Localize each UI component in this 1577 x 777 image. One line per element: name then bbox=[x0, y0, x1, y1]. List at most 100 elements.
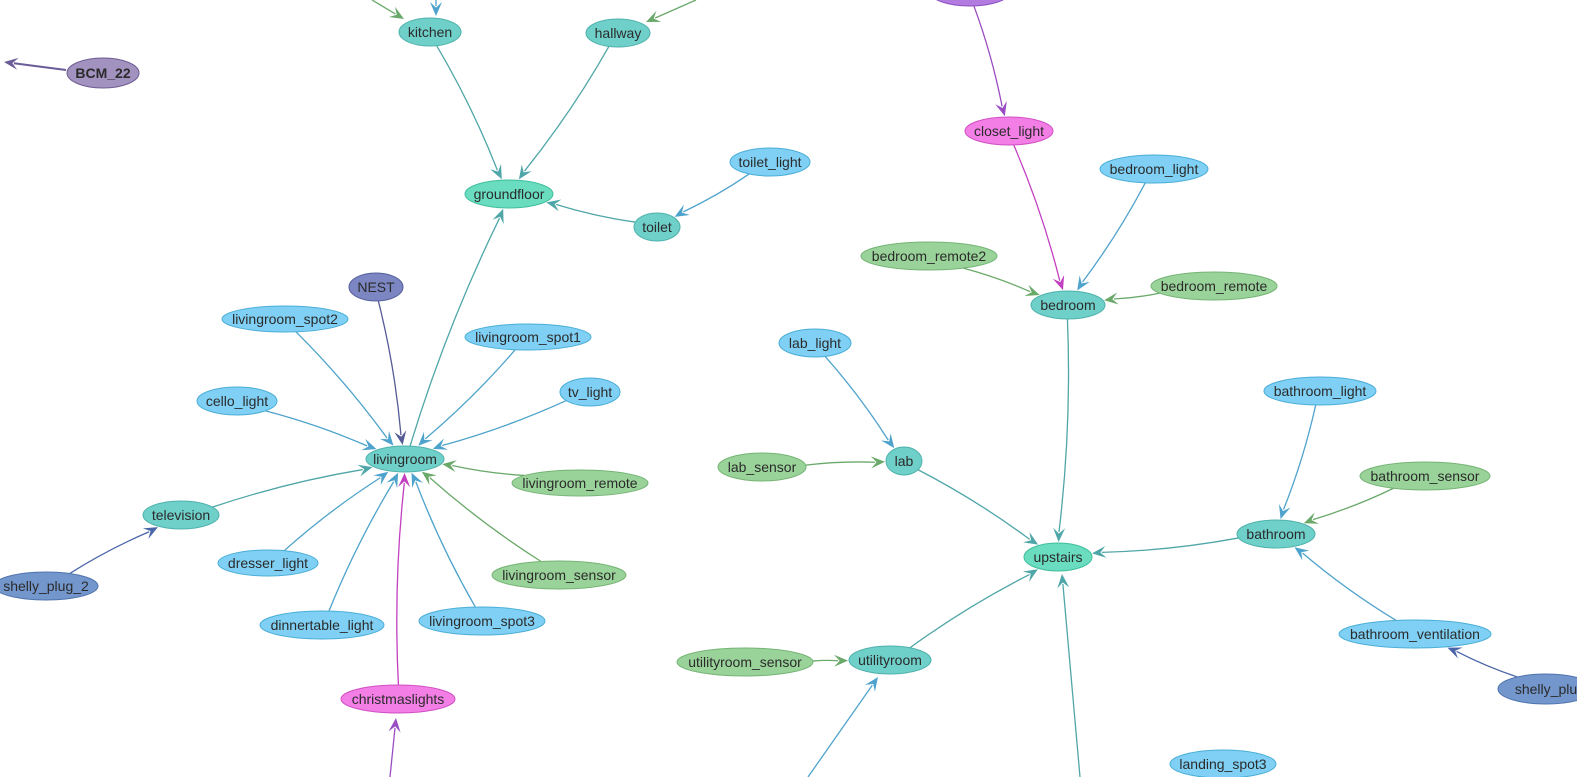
node-ellipse[interactable] bbox=[778, 328, 852, 358]
node-livingroom-spot2[interactable]: livingroom_spot2 bbox=[221, 305, 349, 333]
node-ellipse[interactable] bbox=[964, 116, 1054, 146]
node-television[interactable]: television bbox=[142, 500, 220, 530]
node-ellipse[interactable] bbox=[0, 571, 99, 601]
node-kitchen[interactable]: kitchen bbox=[398, 17, 462, 47]
node-hallway[interactable]: hallway bbox=[585, 18, 651, 48]
node-ellipse[interactable] bbox=[1169, 749, 1277, 777]
node-toilet-light[interactable]: toilet_light bbox=[729, 147, 811, 177]
edge-toilet-to-groundfloor bbox=[546, 199, 636, 223]
edge-top_purple-to-closet_light bbox=[973, 5, 1007, 117]
node-utilityroom-sensor[interactable]: utilityroom_sensor bbox=[676, 647, 814, 677]
node-ellipse[interactable] bbox=[1150, 271, 1278, 301]
node-ellipse[interactable] bbox=[1359, 461, 1491, 491]
node-ellipse[interactable] bbox=[221, 305, 349, 333]
node-bedroom[interactable]: bedroom bbox=[1030, 290, 1106, 320]
node-bathroom-sensor[interactable]: bathroom_sensor bbox=[1359, 461, 1491, 491]
node-shelly-plug-2[interactable]: shelly_plug_2 bbox=[0, 571, 99, 601]
edge-bedroom_remote-to-bedroom bbox=[1104, 292, 1160, 305]
node-livingroom-sensor[interactable]: livingroom_sensor bbox=[491, 560, 627, 590]
node-ellipse[interactable] bbox=[1338, 619, 1492, 649]
node-ellipse[interactable] bbox=[196, 386, 278, 416]
edge-bathroom_sensor-to-bathroom bbox=[1303, 487, 1394, 524]
node-ellipse[interactable] bbox=[1263, 376, 1377, 406]
node-bathroom[interactable]: bathroom bbox=[1236, 519, 1316, 549]
node-ellipse[interactable] bbox=[1023, 542, 1093, 572]
node-ellipse[interactable] bbox=[633, 212, 681, 242]
node-ellipse[interactable] bbox=[398, 17, 462, 47]
edge-television-to-livingroom bbox=[212, 464, 373, 508]
node-ellipse[interactable] bbox=[491, 560, 627, 590]
edge-bedroom_light-to-bedroom bbox=[1077, 182, 1146, 291]
node-lab[interactable]: lab bbox=[885, 446, 923, 476]
node-ellipse[interactable] bbox=[464, 323, 592, 351]
node-dresser-light[interactable]: dresser_light bbox=[217, 549, 319, 577]
node-livingroom-spot3[interactable]: livingroom_spot3 bbox=[418, 606, 546, 636]
edge-bedroom_remote2-to-bedroom bbox=[963, 267, 1040, 297]
edge-christmaslights-to-livingroom bbox=[396, 472, 411, 686]
node-cello-light[interactable]: cello_light bbox=[196, 386, 278, 416]
edge-livingroom_remote-to-livingroom bbox=[442, 460, 525, 477]
node-lab-sensor[interactable]: lab_sensor bbox=[717, 452, 807, 482]
node-shelly-plug-right[interactable]: shelly_plu bbox=[1497, 673, 1577, 705]
node-bedroom-remote2[interactable]: bedroom_remote2 bbox=[860, 241, 998, 271]
node-bcm-22[interactable]: BCM_22 bbox=[66, 57, 140, 89]
edge-livingroom-to-groundfloor bbox=[409, 208, 504, 447]
edge-shelly_plug_right-to-bathroom_ventilation bbox=[1447, 647, 1518, 678]
node-ellipse[interactable] bbox=[1236, 519, 1316, 549]
node-nest[interactable]: NEST bbox=[348, 272, 404, 302]
node-upstairs[interactable]: upstairs bbox=[1023, 542, 1093, 572]
node-ellipse[interactable] bbox=[585, 18, 651, 48]
node-tv-light[interactable]: tv_light bbox=[559, 377, 621, 407]
node-livingroom-spot1[interactable]: livingroom_spot1 bbox=[464, 323, 592, 351]
node-closet-light[interactable]: closet_light bbox=[964, 116, 1054, 146]
node-lab-light[interactable]: lab_light bbox=[778, 328, 852, 358]
node-ellipse[interactable] bbox=[511, 469, 649, 497]
edge-closet_light-to-bedroom bbox=[1013, 144, 1065, 291]
node-ellipse[interactable] bbox=[66, 57, 140, 89]
node-bedroom-remote[interactable]: bedroom_remote bbox=[1150, 271, 1278, 301]
edge-livingroom_spot3-to-livingroom bbox=[411, 472, 476, 608]
edge-utilityroom-to-upstairs bbox=[909, 569, 1038, 649]
node-ellipse[interactable] bbox=[365, 445, 445, 473]
node-ellipse[interactable] bbox=[559, 377, 621, 407]
node-groundfloor[interactable]: groundfloor bbox=[464, 179, 554, 209]
node-bedroom-light[interactable]: bedroom_light bbox=[1099, 154, 1209, 184]
node-ellipse[interactable] bbox=[729, 147, 811, 177]
node-bathroom-light[interactable]: bathroom_light bbox=[1263, 376, 1377, 406]
node-ellipse[interactable] bbox=[340, 684, 456, 714]
node-ellipse[interactable] bbox=[217, 549, 319, 577]
node-ellipse[interactable] bbox=[348, 272, 404, 302]
node-ellipse[interactable] bbox=[930, 0, 1010, 7]
edge-offscreen-to-kitchen bbox=[371, 0, 404, 19]
node-landing-spot3[interactable]: landing_spot3 bbox=[1169, 749, 1277, 777]
node-ellipse[interactable] bbox=[885, 446, 923, 476]
node-ellipse[interactable] bbox=[142, 500, 220, 530]
node-ellipse[interactable] bbox=[1099, 154, 1209, 184]
node-ellipse[interactable] bbox=[1497, 673, 1577, 705]
node-ellipse[interactable] bbox=[1030, 290, 1106, 320]
node-ellipse[interactable] bbox=[676, 647, 814, 677]
edge-bathroom-to-upstairs bbox=[1091, 537, 1239, 558]
node-ellipse[interactable] bbox=[860, 241, 998, 271]
node-utilityroom[interactable]: utilityroom bbox=[848, 645, 932, 675]
node-ellipse[interactable] bbox=[848, 645, 932, 675]
node-ellipse[interactable] bbox=[418, 606, 546, 636]
node-top-purple[interactable] bbox=[930, 0, 1010, 7]
edge-lab_light-to-lab bbox=[824, 356, 895, 449]
edge-lab-to-upstairs bbox=[917, 469, 1039, 545]
node-livingroom-remote[interactable]: livingroom_remote bbox=[511, 469, 649, 497]
node-toilet[interactable]: toilet bbox=[633, 212, 681, 242]
node-christmaslights[interactable]: christmaslights bbox=[340, 684, 456, 714]
edge-shelly_plug_2-to-television bbox=[69, 527, 158, 575]
node-ellipse[interactable] bbox=[717, 452, 807, 482]
edge-utilityroom_sensor-to-utilityroom bbox=[812, 654, 849, 667]
node-livingroom[interactable]: livingroom bbox=[365, 445, 445, 473]
edge-nest-to-livingroom bbox=[377, 300, 407, 446]
node-ellipse[interactable] bbox=[259, 610, 385, 640]
node-dinnertable-light[interactable]: dinnertable_light bbox=[259, 610, 385, 640]
node-ellipse[interactable] bbox=[464, 179, 554, 209]
node-bathroom-ventilation[interactable]: bathroom_ventilation bbox=[1338, 619, 1492, 649]
edge-bedroom-to-upstairs bbox=[1053, 318, 1070, 543]
